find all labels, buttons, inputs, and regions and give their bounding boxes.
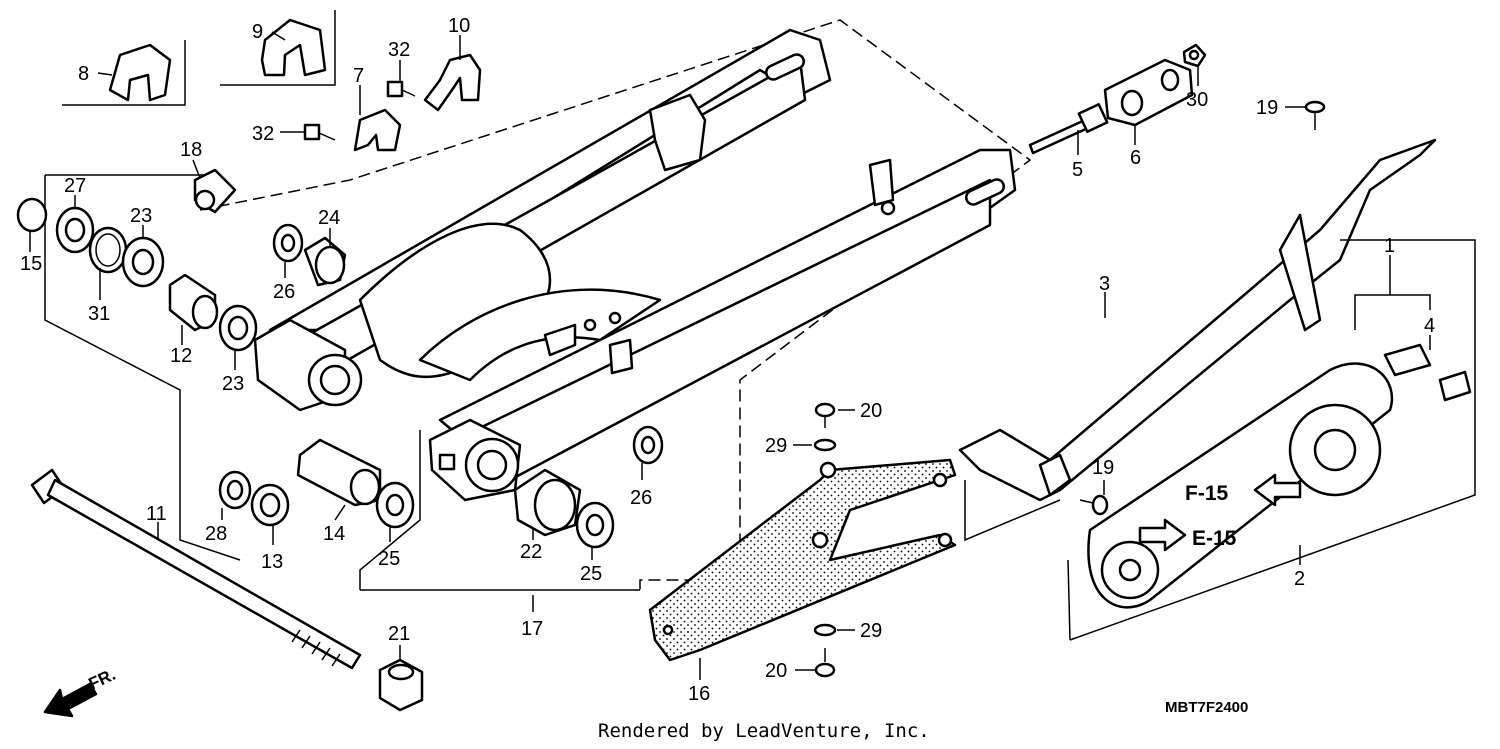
chain-slider-16[interactable] xyxy=(648,458,957,662)
bearing-25-left[interactable] xyxy=(375,481,415,529)
swingarm[interactable] xyxy=(253,28,1017,502)
callout-15[interactable]: 15 xyxy=(20,253,42,275)
leader-lines xyxy=(29,31,1431,680)
callout-5[interactable]: 5 xyxy=(1072,159,1083,181)
chain-guide-clamp-7[interactable] xyxy=(353,108,402,152)
nut-21[interactable] xyxy=(378,658,424,712)
dust-seal-28[interactable] xyxy=(218,470,252,510)
bolt-19-lower[interactable] xyxy=(1079,494,1109,516)
front-direction-arrow: FR. xyxy=(43,665,119,718)
callout-27[interactable]: 27 xyxy=(64,175,86,197)
washer-29-lower[interactable] xyxy=(813,623,837,637)
chain-case-3[interactable] xyxy=(958,138,1437,542)
callout-6[interactable]: 6 xyxy=(1130,147,1141,169)
callout-2[interactable]: 2 xyxy=(1294,568,1305,590)
callout-21[interactable]: 21 xyxy=(388,623,410,645)
adjuster-plate-6[interactable] xyxy=(1103,58,1194,127)
dust-seal-23-upper[interactable] xyxy=(121,236,165,288)
render-credit: Rendered by LeadVenture, Inc. xyxy=(598,720,930,742)
callout-12[interactable]: 12 xyxy=(170,345,192,367)
callout-30[interactable]: 30 xyxy=(1186,89,1208,111)
bolt-19-upper[interactable] xyxy=(1304,100,1326,130)
callout-23-upper[interactable]: 23 xyxy=(130,205,152,227)
callout-32-lower[interactable]: 32 xyxy=(252,123,274,145)
callout-20-lower[interactable]: 20 xyxy=(765,660,787,682)
callout-25-left[interactable]: 25 xyxy=(378,548,400,570)
callout-29-lower[interactable]: 29 xyxy=(860,620,882,642)
bearing-26-upper[interactable] xyxy=(272,223,304,263)
chain-guide-clamp-9[interactable] xyxy=(220,10,336,86)
dust-seal-23-lower[interactable] xyxy=(218,304,258,352)
chain-guide-clamp-10[interactable] xyxy=(423,53,482,112)
dust-seal-15[interactable] xyxy=(16,197,48,233)
callout-25-right[interactable]: 25 xyxy=(580,563,602,585)
callout-23-lower[interactable]: 23 xyxy=(222,373,244,395)
nut-30[interactable] xyxy=(1182,43,1207,68)
callout-13[interactable]: 13 xyxy=(261,551,283,573)
bearing-26-lower[interactable] xyxy=(632,425,664,465)
bearing-25-right[interactable] xyxy=(575,501,615,549)
callout-26-lower[interactable]: 26 xyxy=(630,487,652,509)
ref-e15-label: E-15 xyxy=(1192,527,1237,550)
needle-bearing-22[interactable] xyxy=(513,468,582,537)
collar-18[interactable] xyxy=(193,168,237,214)
pivot-bolt-11[interactable] xyxy=(30,468,362,670)
callout-4[interactable]: 4 xyxy=(1424,315,1435,337)
screw-20-upper[interactable] xyxy=(814,402,836,428)
ref-f15-label: F-15 xyxy=(1185,482,1229,505)
circlip-31[interactable] xyxy=(88,226,128,274)
callout-22[interactable]: 22 xyxy=(520,541,542,563)
adjusting-bolt-5[interactable] xyxy=(1028,103,1109,155)
callout-31[interactable]: 31 xyxy=(88,303,110,325)
bearing-27[interactable] xyxy=(55,206,95,254)
needle-bearing-24[interactable] xyxy=(303,236,347,287)
bolt-32-upper[interactable] xyxy=(386,80,416,98)
callout-19-lower[interactable]: 19 xyxy=(1092,457,1114,479)
driven-sprocket[interactable] xyxy=(1288,403,1382,497)
pivot-collar-12[interactable] xyxy=(168,273,219,332)
master-link-4[interactable] xyxy=(1383,343,1472,402)
ref-arrow-f15[interactable]: F-15 xyxy=(1185,473,1302,507)
callout-32-upper[interactable]: 32 xyxy=(388,39,410,61)
callout-7[interactable]: 7 xyxy=(353,65,364,87)
collar-13[interactable] xyxy=(250,483,290,527)
callout-16[interactable]: 16 xyxy=(688,683,710,705)
screw-20-lower[interactable] xyxy=(814,648,836,678)
callout-9[interactable]: 9 xyxy=(252,21,263,43)
callout-29-upper[interactable]: 29 xyxy=(765,435,787,457)
callout-26-upper[interactable]: 26 xyxy=(273,281,295,303)
pivot-collar-14[interactable] xyxy=(296,438,382,507)
drive-sprocket[interactable] xyxy=(1100,540,1160,600)
callouts: 8 9 10 32 32 7 18 27 15 23 24 26 31 12 2… xyxy=(20,15,1435,705)
callout-10[interactable]: 10 xyxy=(448,15,470,37)
callout-19-upper[interactable]: 19 xyxy=(1256,97,1278,119)
callout-1[interactable]: 1 xyxy=(1384,235,1395,257)
diagram-code: MBT7F2400 xyxy=(1165,699,1248,716)
callout-11[interactable]: 11 xyxy=(146,503,167,525)
callout-3[interactable]: 3 xyxy=(1099,273,1110,295)
callout-14[interactable]: 14 xyxy=(323,523,345,545)
drive-chain-kit-box xyxy=(1067,239,1476,641)
callout-28[interactable]: 28 xyxy=(205,523,227,545)
callout-24[interactable]: 24 xyxy=(318,207,340,229)
callout-17[interactable]: 17 xyxy=(521,618,543,640)
callout-20-upper[interactable]: 20 xyxy=(860,400,882,422)
callout-8[interactable]: 8 xyxy=(78,63,89,85)
callout-18[interactable]: 18 xyxy=(180,139,202,161)
ref-arrow-e15[interactable]: E-15 xyxy=(1138,518,1237,552)
bolt-32-lower[interactable] xyxy=(303,123,336,141)
washer-29-upper[interactable] xyxy=(813,438,837,452)
chain-guide-clamp-8[interactable] xyxy=(62,40,186,106)
